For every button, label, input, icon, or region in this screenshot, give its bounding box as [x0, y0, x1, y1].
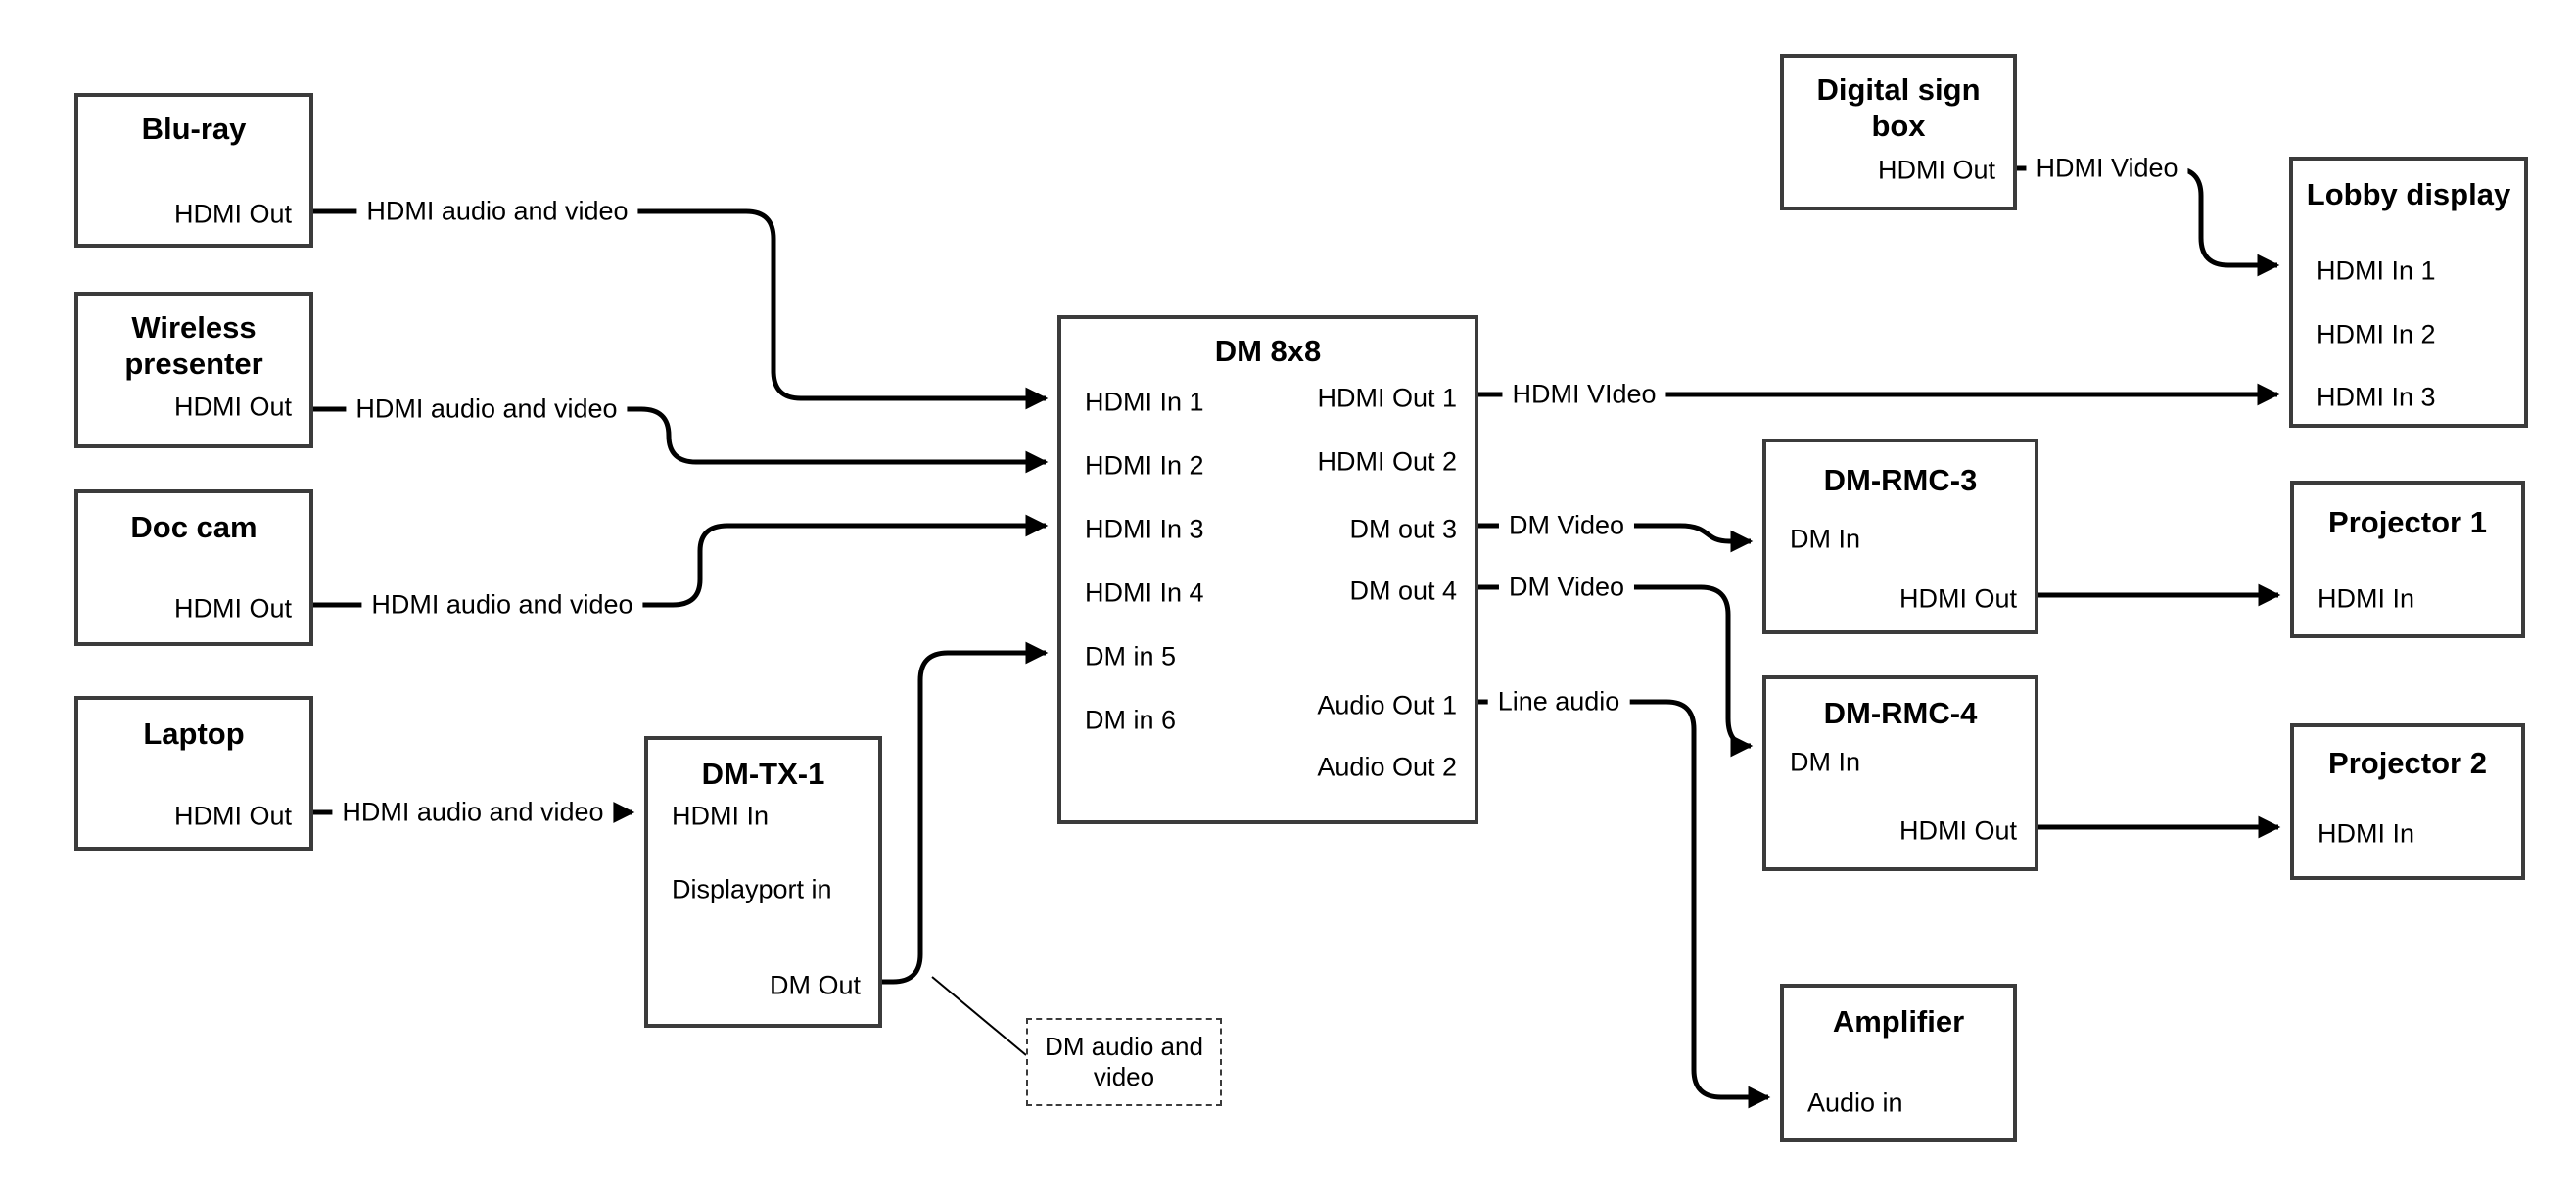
wire-label-laptop: HDMI audio and video — [332, 794, 614, 831]
port-hdmi-in-1: HDMI In 1 — [1085, 387, 1204, 417]
port-hdmi-out: HDMI Out — [173, 801, 292, 831]
node-dm-rmc-4: DM-RMC-4 DM In HDMI Out — [1762, 675, 2038, 871]
wire-bluray-to-dm8x8-in1 — [313, 208, 1049, 410]
port-dm-out: DM Out — [769, 970, 861, 1000]
port-audio-in: Audio in — [1807, 1087, 1903, 1118]
port-dm-in: DM In — [1790, 747, 1861, 777]
port-hdmi-in: HDMI In — [2318, 583, 2415, 614]
annotation-leader-line — [931, 976, 1027, 1056]
node-title: Amplifier — [1832, 1004, 1965, 1039]
node-dm-rmc-3: DM-RMC-3 DM In HDMI Out — [1762, 439, 2038, 634]
port-hdmi-out: HDMI Out — [1898, 815, 2017, 846]
port-dm-out-4: DM out 4 — [1349, 576, 1457, 606]
port-hdmi-out: HDMI Out — [1877, 155, 1995, 185]
port-audio-out-2: Audio Out 2 — [1317, 752, 1457, 782]
port-hdmi-in-3: HDMI In 3 — [2317, 382, 2436, 412]
wire-doccam-to-dm8x8-in3 — [313, 514, 1049, 608]
node-bluray: Blu-ray HDMI Out — [74, 93, 313, 248]
port-dm-out-3: DM out 3 — [1349, 514, 1457, 544]
node-digital-sign-box: Digital sign box HDMI Out — [1780, 54, 2017, 210]
node-dm-tx-1: DM-TX-1 HDMI In Displayport in DM Out — [644, 736, 882, 1028]
port-hdmi-in-2: HDMI In 2 — [1085, 450, 1204, 481]
wire-label-line-audio: Line audio — [1487, 683, 1630, 720]
port-dm-in-5: DM in 5 — [1085, 641, 1177, 671]
port-hdmi-out-1: HDMI Out 1 — [1317, 383, 1457, 413]
port-displayport-in: Displayport in — [672, 874, 832, 904]
wire-dm8x8-out4-to-rmc4 — [1478, 584, 1754, 758]
node-title: Wireless presenter — [124, 310, 263, 381]
port-dm-in-6: DM in 6 — [1085, 705, 1177, 735]
wire-label-hdmi-video-out1: HDMI VIdeo — [1502, 376, 1666, 413]
node-dm-8x8: DM 8x8 HDMI In 1 HDMI In 2 HDMI In 3 HDM… — [1057, 315, 1478, 824]
wire-wireless-to-dm8x8-in2 — [313, 406, 1049, 474]
port-hdmi-out: HDMI Out — [173, 199, 292, 229]
node-title: DM-RMC-3 — [1823, 463, 1978, 497]
port-hdmi-out: HDMI Out — [173, 593, 292, 624]
node-projector-1: Projector 1 HDMI In — [2290, 481, 2525, 638]
node-wireless-presenter: Wireless presenter HDMI Out — [74, 292, 313, 448]
wire-label-hdmi-video-sign: HDMI Video — [2026, 150, 2188, 187]
node-title: DM 8x8 — [1214, 334, 1322, 368]
port-hdmi-out: HDMI Out — [1898, 583, 2017, 614]
node-amplifier: Amplifier Audio in — [1780, 984, 2017, 1142]
port-hdmi-in-2: HDMI In 2 — [2317, 319, 2436, 349]
wire-label-wireless: HDMI audio and video — [346, 391, 628, 428]
port-hdmi-in-4: HDMI In 4 — [1085, 577, 1204, 608]
node-title: Doc cam — [130, 510, 258, 544]
node-projector-2: Projector 2 HDMI In — [2290, 723, 2525, 880]
node-title: Projector 1 — [2328, 505, 2487, 539]
node-lobby-display: Lobby display HDMI In 1 HDMI In 2 HDMI I… — [2289, 157, 2528, 428]
annotation-text: DM audio and video — [1045, 1032, 1203, 1091]
port-hdmi-out-2: HDMI Out 2 — [1317, 446, 1457, 477]
node-doc-cam: Doc cam HDMI Out — [74, 489, 313, 646]
annotation-dm-audio-and-video: DM audio and video — [1026, 1018, 1222, 1106]
node-laptop: Laptop HDMI Out — [74, 696, 313, 851]
wire-dm8x8-out3-to-rmc3 — [1478, 523, 1754, 553]
node-title: Projector 2 — [2328, 746, 2487, 780]
wire-label-doccam: HDMI audio and video — [361, 586, 643, 624]
port-hdmi-in-1: HDMI In 1 — [2317, 255, 2436, 286]
wire-label-dm-video-out4: DM Video — [1498, 569, 1635, 606]
port-hdmi-in: HDMI In — [672, 801, 770, 831]
node-title: Digital sign box — [1816, 72, 1981, 143]
node-title: DM-TX-1 — [701, 757, 825, 791]
port-hdmi-in-3: HDMI In 3 — [1085, 514, 1204, 544]
port-dm-in: DM In — [1790, 524, 1861, 554]
wire-label-bluray: HDMI audio and video — [356, 193, 638, 230]
node-title: Laptop — [143, 716, 245, 751]
node-title: Blu-ray — [141, 112, 247, 146]
wire-dm8x8-audio1-to-amplifier — [1478, 699, 1771, 1109]
port-hdmi-in: HDMI In — [2318, 818, 2415, 849]
wire-dmtx1-to-dm8x8-in5 — [882, 641, 1049, 985]
node-title: Lobby display — [2306, 177, 2511, 211]
port-audio-out-1: Audio Out 1 — [1317, 690, 1457, 720]
node-title: DM-RMC-4 — [1823, 696, 1978, 730]
port-hdmi-out: HDMI Out — [173, 392, 292, 422]
wire-label-dm-video-out3: DM Video — [1498, 507, 1635, 544]
